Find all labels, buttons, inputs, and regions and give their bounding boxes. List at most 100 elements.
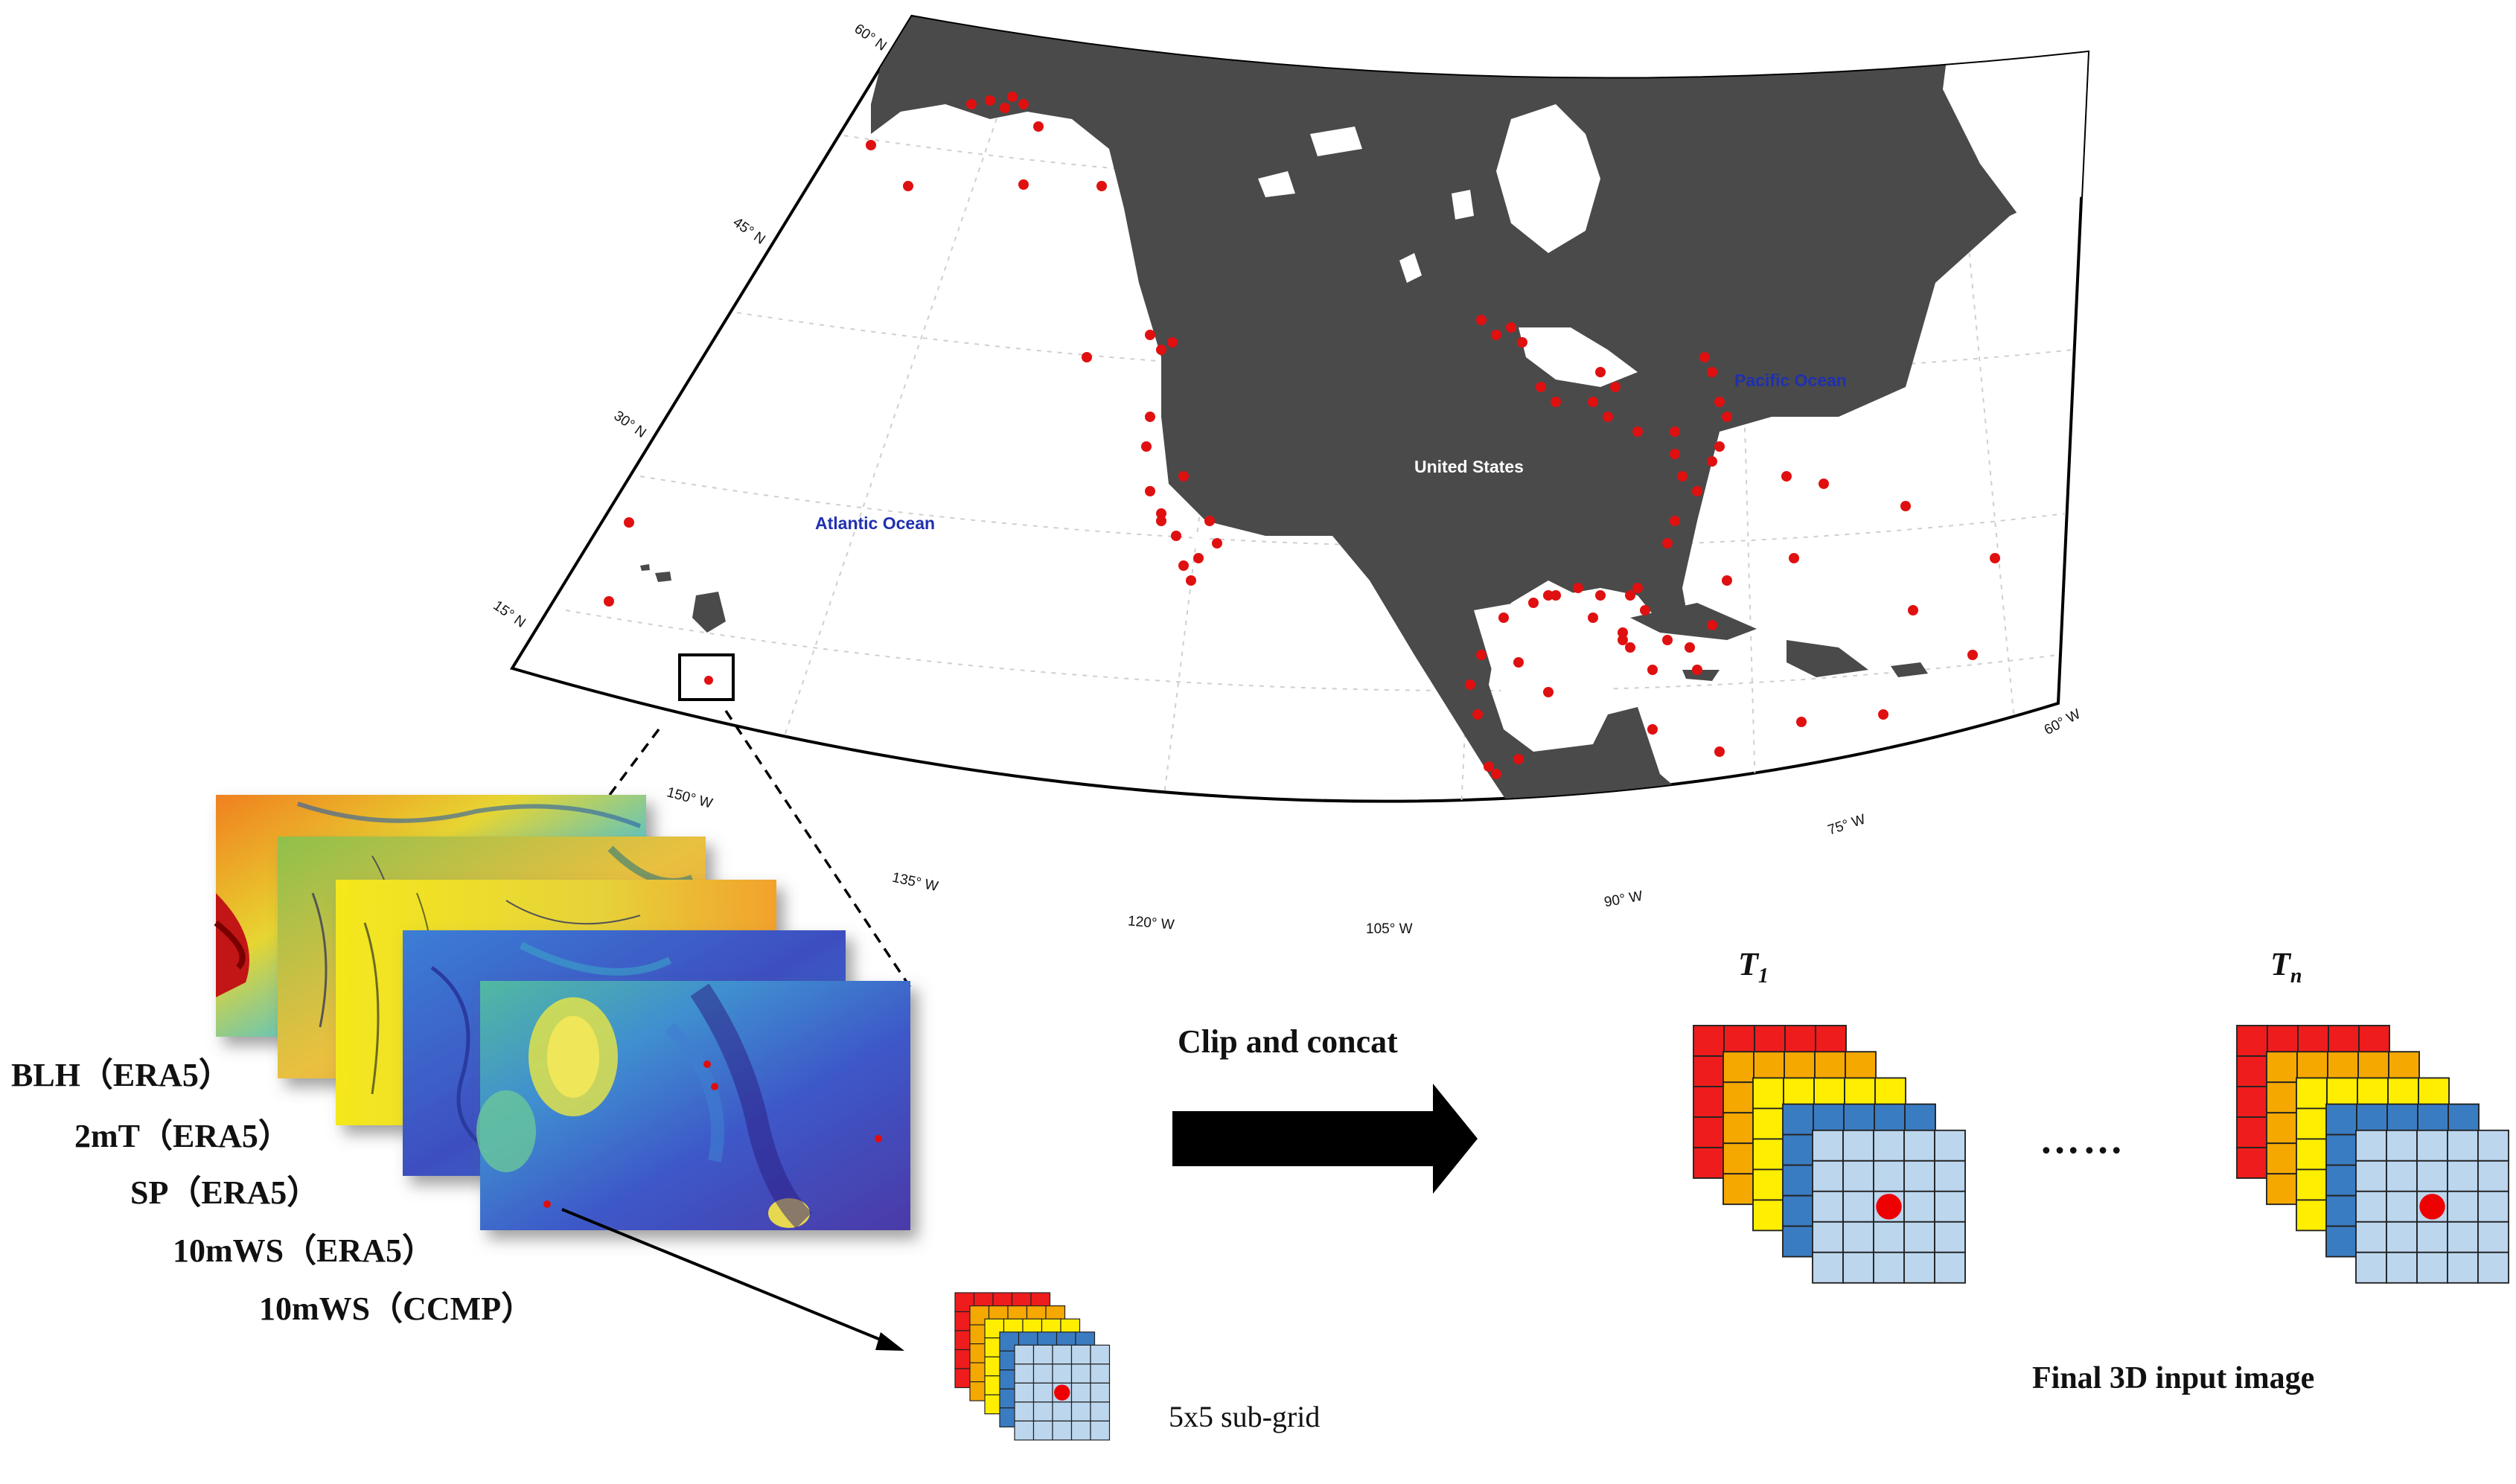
grid-cell	[2386, 1221, 2418, 1253]
grid-cell	[1812, 1221, 1844, 1253]
arctic-channel	[1258, 171, 1295, 197]
grid-cell	[1032, 1363, 1053, 1384]
time-label-last-sub: n	[2290, 964, 2302, 988]
station-marker	[1662, 538, 1673, 548]
station-marker	[1990, 553, 2000, 563]
grid-cell	[1812, 1190, 1844, 1223]
grid-cell	[1873, 1129, 1905, 1162]
station-marker	[1878, 709, 1888, 720]
grid-cell	[2418, 1077, 2450, 1110]
station-marker	[1625, 590, 1635, 601]
lake	[1399, 253, 1422, 283]
grid-cell	[2416, 1160, 2448, 1192]
field-10mws-ccmp	[476, 981, 910, 1230]
grid-cell	[1722, 1173, 1755, 1206]
station-marker	[966, 99, 977, 109]
grid-cell	[1032, 1420, 1053, 1441]
hawaii-small	[655, 572, 671, 582]
station-marker	[1000, 103, 1010, 113]
grid-cell	[1874, 1077, 1906, 1110]
station-marker	[1167, 337, 1178, 348]
grid-cell	[1722, 1142, 1755, 1175]
station-marker	[1476, 315, 1487, 325]
grid-cell	[1782, 1133, 1814, 1166]
input-cube-tn	[2236, 1025, 2509, 1284]
grid-cell	[1903, 1129, 1935, 1162]
grid-cell	[1845, 1051, 1877, 1084]
station-marker	[1141, 441, 1152, 452]
grid-cell	[1783, 1077, 1815, 1110]
station-marker	[1610, 382, 1621, 392]
grid-cell	[2266, 1112, 2298, 1145]
station-marker	[1595, 367, 1606, 377]
station-marker	[1543, 590, 1554, 601]
grid-cell	[1032, 1344, 1053, 1365]
grid-cell	[1070, 1382, 1091, 1403]
grid-cell	[2296, 1168, 2328, 1201]
grid-cell	[1812, 1251, 1844, 1284]
grid-cell	[1722, 1081, 1755, 1114]
grid-cell	[1052, 1363, 1073, 1384]
grid-cell	[2355, 1160, 2387, 1192]
station-marker	[1178, 560, 1189, 571]
grid-cell	[1934, 1221, 1966, 1253]
station-marker	[1193, 553, 1204, 563]
grid-cell	[1752, 1077, 1784, 1110]
grid-cell	[2327, 1051, 2359, 1084]
station-marker	[1707, 367, 1717, 377]
station-marker	[1212, 538, 1222, 548]
lakes-and-ice	[1191, 30, 2088, 729]
station-marker	[1603, 412, 1613, 422]
grid-cell	[1752, 1199, 1784, 1232]
subgrid-label: 5x5 sub-grid	[1169, 1400, 1321, 1433]
station-marker	[1513, 657, 1524, 668]
cuba	[1630, 603, 1757, 640]
grid-cell	[1903, 1160, 1935, 1192]
station-marker	[1692, 665, 1702, 675]
station-marker	[1595, 590, 1606, 601]
grid-cell	[1842, 1129, 1874, 1162]
hawaii-big	[692, 592, 726, 633]
center-station-dot	[1876, 1194, 1902, 1220]
station-marker	[624, 517, 634, 528]
station-marker	[1156, 345, 1166, 355]
station-marker	[1007, 92, 1018, 102]
station-marker	[1472, 709, 1483, 720]
time-label-first: T1	[1738, 945, 1769, 988]
input-cube-t1	[1693, 1025, 1966, 1284]
grid-cell	[1070, 1401, 1091, 1422]
station-marker	[1819, 479, 1829, 489]
grid-cell	[1812, 1129, 1844, 1162]
station-marker	[1796, 717, 1807, 727]
grid-cell	[1873, 1221, 1905, 1253]
subgrid-cube	[954, 1292, 1111, 1441]
greenland	[1943, 30, 2088, 223]
grid-cell	[1070, 1344, 1091, 1365]
grid-cell	[2296, 1199, 2328, 1232]
station-marker	[1145, 412, 1155, 422]
grid-cell	[1090, 1401, 1111, 1422]
station-marker	[1178, 471, 1189, 482]
station-marker	[1491, 769, 1501, 779]
grid-cell	[1842, 1221, 1874, 1253]
grid-cell	[1752, 1138, 1784, 1171]
arctic-channel	[1310, 127, 1362, 156]
grid-cell	[2296, 1138, 2328, 1171]
grid-cell	[2236, 1116, 2268, 1148]
grid-cell	[2416, 1251, 2448, 1284]
station-marker	[1677, 471, 1688, 482]
grid-cell	[1014, 1344, 1035, 1365]
grid-cell	[2355, 1251, 2387, 1284]
grid-cell	[1052, 1344, 1073, 1365]
variable-label-blh: BLH（ERA5）	[11, 1057, 232, 1093]
grid-cell	[1693, 1116, 1725, 1148]
station-marker	[1204, 516, 1215, 526]
puerto-rico	[1891, 662, 1928, 677]
map-label-atlantic: Atlantic Ocean	[815, 514, 936, 533]
grid-cell	[1752, 1168, 1784, 1201]
station-marker	[1707, 456, 1717, 467]
grid-cell	[1032, 1401, 1053, 1422]
grid-cell	[2447, 1190, 2479, 1223]
grid-cell	[1693, 1025, 1725, 1057]
zoom-box	[678, 653, 735, 701]
